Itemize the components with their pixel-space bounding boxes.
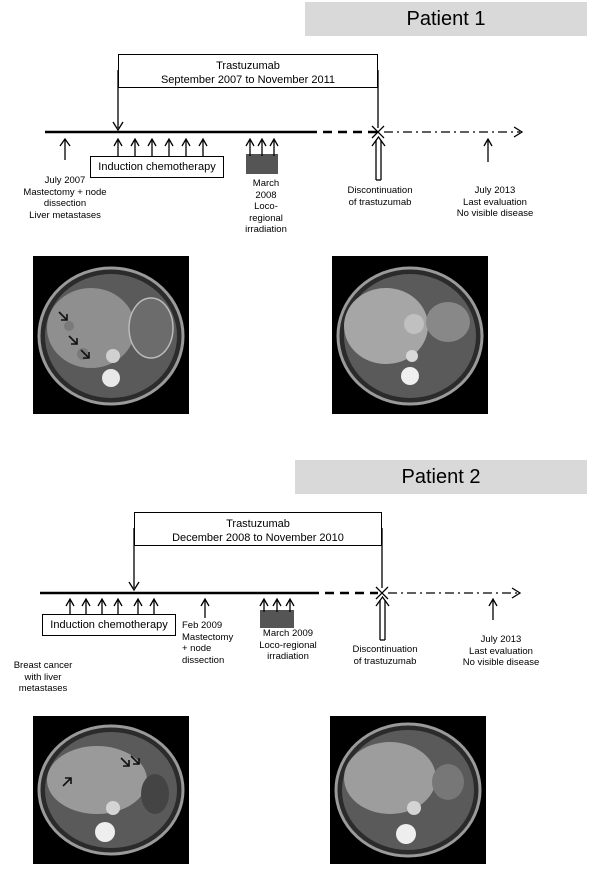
patient1-trastuzumab-box: Trastuzumab September 2007 to November 2…: [118, 54, 378, 88]
patient2-event-discontinuation: Discontinuation of trastuzumab: [352, 644, 418, 667]
patient2-event-feb2009: Feb 2009 Mastectomy + node dissection: [182, 620, 234, 666]
patient1-title: Patient 1: [406, 8, 486, 30]
patient1-event-july2007: July 2007 Mastectomy + node dissection L…: [23, 175, 107, 221]
patient2-title: Patient 2: [401, 466, 481, 488]
patient2-event-breast-cancer: Breast cancer with liver metastases: [13, 660, 73, 694]
patient2-event-july2013: July 2013 Last evaluation No visible dis…: [462, 634, 540, 668]
patient1-header: Patient 1: [305, 2, 587, 36]
patient1-trastuzumab-dates: September 2007 to November 2011: [160, 74, 336, 86]
patient2-irradiation-block: [260, 610, 294, 628]
patient2-event-march2009: March 2009 Loco-regional irradiation: [259, 628, 317, 662]
patient2-induction-box: Induction chemotherapy: [42, 614, 176, 636]
patient1-timeline: [45, 70, 524, 181]
patient1-induction-box: Induction chemotherapy: [90, 156, 224, 178]
patient1-event-march2008: March 2008 Loco- regional irradiation: [245, 178, 287, 235]
patient1-ct-after: [332, 256, 488, 414]
patient1-induction-label: Induction chemotherapy: [98, 161, 216, 173]
patient1-event-discontinuation: Discontinuation of trastuzumab: [347, 185, 413, 208]
patient2-induction-label: Induction chemotherapy: [50, 619, 168, 631]
patient2-ct-after: [330, 716, 486, 864]
patient1-ct-before: [33, 256, 189, 414]
patient2-header: Patient 2: [295, 460, 587, 494]
patient2-trastuzumab-box: Trastuzumab December 2008 to November 20…: [134, 512, 382, 546]
patient2-trastuzumab-dates: December 2008 to November 2010: [172, 532, 344, 544]
patient1-event-july2013: July 2013 Last evaluation No visible dis…: [456, 185, 534, 219]
patient2-ct-before: [33, 716, 189, 864]
patient1-irradiation-block: [246, 154, 278, 174]
patient1-trastuzumab-label: Trastuzumab: [216, 60, 280, 72]
patient2-trastuzumab-label: Trastuzumab: [226, 518, 290, 530]
